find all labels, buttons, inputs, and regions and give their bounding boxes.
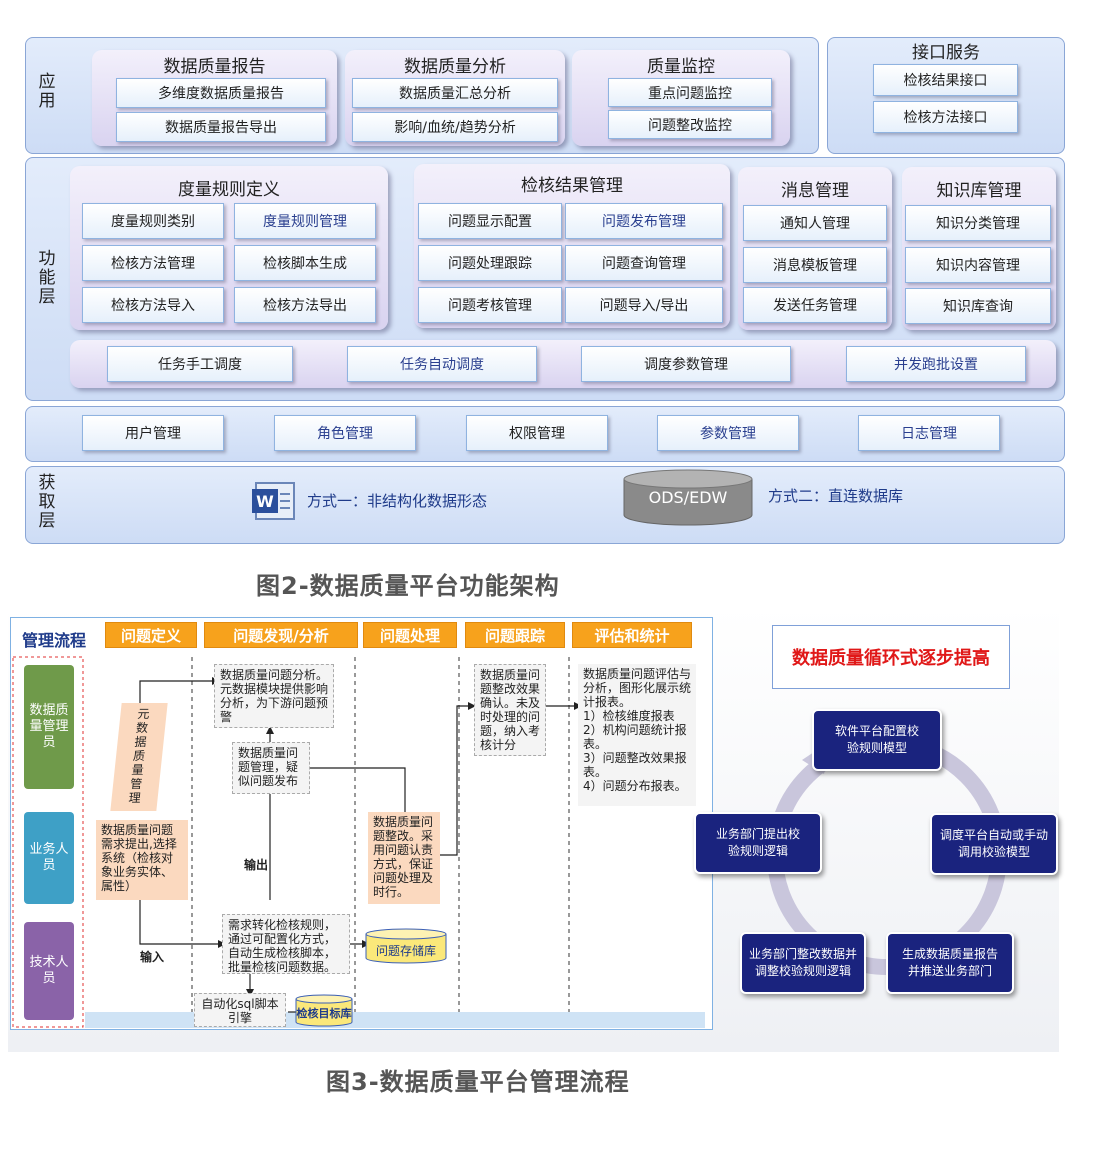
flow-title: 管理流程: [22, 631, 87, 650]
btn-auto-schedule: 任务自动调度: [347, 346, 537, 382]
group-title: 数据质量分析: [404, 57, 506, 77]
cycle-step-4: 业务部门整改数据并调整校验规则逻辑: [740, 932, 866, 994]
phase-track: 问题跟踪: [465, 622, 565, 648]
btn-result-interface: 检核结果接口: [873, 64, 1018, 96]
stats-line: 2）机构问题统计报表。: [583, 723, 687, 751]
stats-line: 3）问题整改效果报表。: [583, 751, 687, 779]
svg-text:W: W: [256, 492, 274, 511]
role-business: 业务人员: [24, 812, 74, 904]
btn-issue-track: 问题处理跟踪: [418, 245, 562, 281]
input-label: 输入: [140, 950, 165, 964]
cycle-step-5: 业务部门提出校验规则逻辑: [694, 812, 822, 874]
database-icon: [623, 469, 753, 526]
way-1-text: 方式一：非结构化数据形态: [307, 492, 488, 510]
app-layer-label: 应用: [38, 72, 56, 111]
btn-permission-manage: 权限管理: [466, 415, 608, 451]
btn-issue-import-export: 问题导入/导出: [565, 287, 723, 323]
btn-lineage-analysis: 影响/血统/趋势分析: [352, 112, 558, 142]
cycle-step-2: 调度平台自动或手动调用校验模型: [930, 813, 1058, 875]
issue-store-label: 问题存储库: [375, 944, 436, 958]
cycle-step-3: 生成数据质量报告并推送业务部门: [886, 932, 1014, 994]
btn-log-manage: 日志管理: [858, 415, 1000, 451]
btn-script-gen: 检核脚本生成: [234, 245, 376, 281]
btn-kb-content: 知识内容管理: [905, 247, 1051, 283]
btn-role-manage: 角色管理: [274, 415, 416, 451]
function-layer-label: 功能层: [38, 249, 56, 307]
figure-3-caption: 图3-数据质量平台管理流程: [326, 1068, 630, 1096]
btn-template-manage: 消息模板管理: [743, 247, 887, 283]
acquisition-layer: [25, 466, 1065, 544]
btn-summary-analysis: 数据质量汇总分析: [352, 78, 558, 108]
group-title: 知识库管理: [936, 181, 1022, 201]
btn-issue-query: 问题查询管理: [565, 245, 723, 281]
btn-kb-query: 知识库查询: [905, 288, 1051, 324]
group-title: 检核结果管理: [521, 176, 623, 196]
stats-line: 1）检核维度报表: [583, 709, 675, 723]
btn-rule-category: 度量规则类别: [82, 203, 224, 239]
btn-param-manage: 参数管理: [657, 415, 799, 451]
btn-rectify-monitor: 问题整改监控: [608, 110, 772, 139]
group-title: 质量监控: [647, 57, 715, 77]
btn-method-manage: 检核方法管理: [82, 245, 224, 281]
figure-2-caption: 图2-数据质量平台功能架构: [256, 572, 560, 600]
btn-send-task: 发送任务管理: [743, 287, 887, 323]
group-title: 度量规则定义: [178, 180, 280, 200]
sql-engine-box: 自动化sql脚本引擎: [194, 993, 286, 1027]
publish-box: 数据质量问题管理，疑似问题发布: [232, 742, 310, 794]
btn-key-monitor: 重点问题监控: [608, 78, 772, 107]
group-title: 数据质量报告: [163, 57, 266, 77]
btn-schedule-params: 调度参数管理: [581, 346, 791, 382]
stats-line: 4）问题分布报表。: [583, 779, 687, 793]
btn-method-export: 检核方法导出: [234, 287, 376, 323]
stats-box: 数据质量问题评估与分析，图形化展示统计报表。 1）检核维度报表 2）机构问题统计…: [578, 664, 696, 806]
way-2-text: 方式二：直连数据库: [768, 487, 904, 505]
phase-handle: 问题处理: [363, 622, 457, 648]
interface-title: 接口服务: [912, 43, 980, 63]
btn-rule-manage: 度量规则管理: [234, 203, 376, 239]
phase-stats: 评估和统计: [572, 622, 692, 648]
target-db-label: 检核目标库: [296, 1007, 352, 1020]
phase-define: 问题定义: [105, 622, 197, 648]
role-data-admin: 数据质量管理员: [24, 665, 74, 789]
output-label: 输出: [244, 858, 269, 872]
btn-method-import: 检核方法导入: [82, 287, 224, 323]
convert-box: 需求转化检核规则，通过可配置化方式，自动生成检核脚本，批量检核问题数据。: [222, 914, 350, 974]
stats-line: 数据质量问题评估与分析，图形化展示统计报表。: [583, 667, 692, 709]
group-title: 消息管理: [781, 181, 849, 201]
analysis-box: 数据质量问题分析。元数据模块提供影响分析，为下游问题预警: [214, 664, 334, 728]
target-db-cylinder: [295, 994, 353, 1027]
phase-discover: 问题发现/分析: [204, 622, 358, 648]
btn-kb-category: 知识分类管理: [905, 205, 1051, 241]
acquisition-layer-label: 获取层: [38, 473, 56, 531]
database-label: ODS/EDW: [648, 488, 728, 507]
btn-method-interface: 检核方法接口: [873, 101, 1018, 133]
btn-manual-schedule: 任务手工调度: [107, 346, 293, 382]
btn-issue-assess: 问题考核管理: [418, 287, 562, 323]
cycle-title: 数据质量循环式逐步提高: [792, 648, 990, 669]
role-technical: 技术人员: [24, 922, 74, 1020]
btn-notify-manage: 通知人管理: [743, 205, 887, 241]
btn-multi-report: 多维度数据质量报告: [116, 78, 326, 108]
cycle-step-1: 软件平台配置校验规则模型: [812, 709, 942, 771]
requirement-box: 数据质量问题需求提出,选择系统（检核对象业务实体、属性）: [96, 820, 188, 900]
btn-issue-display: 问题显示配置: [418, 203, 562, 239]
btn-concurrent-batch: 并发跑批设置: [846, 346, 1026, 382]
word-doc-icon: W: [252, 482, 295, 520]
btn-issue-publish: 问题发布管理: [565, 203, 723, 239]
confirm-box: 数据质量问题整改效果确认。未及时处理的问题，纳入考核计分: [474, 664, 546, 756]
btn-report-export: 数据质量报告导出: [116, 112, 326, 142]
cycle-title-box: 数据质量循环式逐步提高: [772, 625, 1010, 689]
btn-user-manage: 用户管理: [82, 415, 224, 451]
rectify-box: 数据质量问题整改。采用问题认责方式，保证问题处理及时行。: [368, 812, 440, 904]
issue-store-cylinder: [365, 928, 447, 964]
